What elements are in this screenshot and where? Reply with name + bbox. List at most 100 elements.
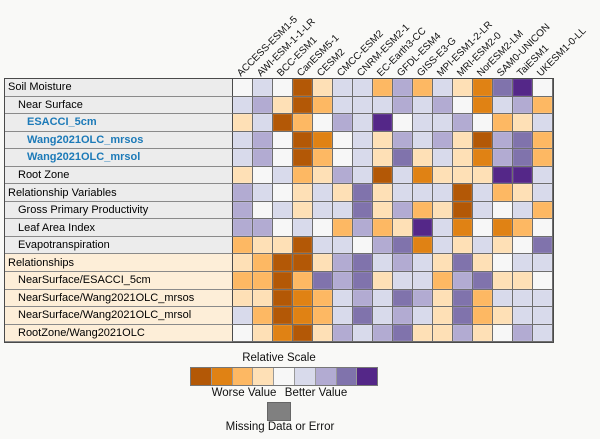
legend-worse-label: Worse Value [211, 387, 277, 399]
heatmap-cell [473, 201, 493, 220]
heatmap-cell [273, 324, 293, 343]
heatmap-cell [293, 254, 313, 273]
heatmap-cell [473, 131, 493, 150]
heatmap-cell [513, 201, 533, 220]
heatmap-cell [453, 201, 473, 220]
heatmap-cell [473, 114, 493, 132]
heatmap-cell [393, 131, 413, 150]
heatmap-cell [273, 79, 293, 97]
heatmap-cell [433, 114, 453, 132]
heatmap-cell [313, 201, 333, 220]
heatmap-cell [253, 184, 273, 202]
legend-missing-label: Missing Data or Error [225, 421, 335, 433]
heatmap-cell [533, 254, 553, 273]
heatmap-cell [493, 219, 513, 237]
heatmap-cell [413, 114, 433, 132]
heatmap-cell [253, 131, 273, 150]
colorbar-swatch [336, 368, 358, 385]
heatmap-cell [233, 201, 253, 220]
heatmap-cell [313, 289, 333, 308]
heatmap-cell [533, 79, 553, 97]
heatmap-cell [373, 96, 393, 115]
heatmap-cell [473, 236, 493, 255]
heatmap-cell [233, 289, 253, 308]
row-label: ESACCI_5cm [5, 114, 233, 132]
row-label: Relationship Variables [5, 184, 233, 202]
heatmap-cell [473, 219, 493, 237]
heatmap-cell [273, 201, 293, 220]
colorbar-swatch [211, 368, 233, 385]
heatmap-cell [353, 272, 373, 290]
heatmap-cell [393, 201, 413, 220]
heatmap-cell [413, 201, 433, 220]
heatmap-cell [293, 114, 313, 132]
heatmap-cell [433, 254, 453, 273]
heatmap-cell [333, 166, 353, 185]
heatmap-cell [293, 96, 313, 115]
colorbar-swatch [191, 368, 212, 385]
heatmap-cell [513, 114, 533, 132]
heatmap-cell [353, 184, 373, 202]
heatmap-cell [273, 289, 293, 308]
heatmap-cell [233, 307, 253, 325]
heatmap-cell [353, 236, 373, 255]
row-label: Wang2021OLC_mrsol [5, 149, 233, 167]
heatmap-cell [253, 166, 273, 185]
heatmap-cell [333, 79, 353, 97]
row-label: Gross Primary Productivity [5, 201, 233, 220]
heatmap-cell [533, 149, 553, 167]
heatmap-cell [233, 184, 253, 202]
heatmap-cell [473, 254, 493, 273]
heatmap-cell [413, 272, 433, 290]
heatmap-cell [313, 272, 333, 290]
heatmap-cell [293, 307, 313, 325]
heatmap-cell [233, 166, 253, 185]
heatmap-cell [313, 131, 333, 150]
heatmap-cell [493, 324, 513, 343]
heatmap-cell [513, 96, 533, 115]
heatmap-cell [233, 131, 253, 150]
heatmap-cell [293, 149, 313, 167]
heatmap-cell [513, 289, 533, 308]
heatmap-cell [533, 219, 553, 237]
heatmap-cell [393, 166, 413, 185]
heatmap-cell [453, 79, 473, 97]
heatmap-cell [233, 219, 253, 237]
heatmap-cell [373, 289, 393, 308]
heatmap-cell [393, 219, 413, 237]
heatmap-cell [433, 219, 453, 237]
heatmap-cell [273, 184, 293, 202]
heatmap-cell [293, 272, 313, 290]
heatmap-cell [413, 96, 433, 115]
heatmap-cell [233, 236, 253, 255]
heatmap-cell [293, 184, 313, 202]
heatmap-cell [453, 96, 473, 115]
heatmap-cell [333, 96, 353, 115]
heatmap-cell [333, 131, 353, 150]
heatmap-cell [453, 254, 473, 273]
heatmap-cell [493, 236, 513, 255]
heatmap-cell [253, 201, 273, 220]
heatmap-cell [473, 307, 493, 325]
heatmap-cell [433, 149, 453, 167]
heatmap-cell [313, 324, 333, 343]
heatmap-cell [373, 166, 393, 185]
heatmap-cell [453, 166, 473, 185]
heatmap-cell [513, 131, 533, 150]
heatmap-cell [513, 219, 533, 237]
heatmap-cell [373, 201, 393, 220]
heatmap-cell [233, 272, 253, 290]
heatmap-cell [393, 254, 413, 273]
heatmap-cell [533, 96, 553, 115]
heatmap-cell [313, 184, 333, 202]
row-label: NearSurface/Wang2021OLC_mrsos [5, 289, 233, 308]
heatmap-cell [473, 324, 493, 343]
heatmap-cell [273, 307, 293, 325]
heatmap-cell [233, 254, 253, 273]
heatmap-cell [333, 289, 353, 308]
colorbar-swatch [294, 368, 316, 385]
heatmap-cell [273, 219, 293, 237]
heatmap-cell [373, 131, 393, 150]
